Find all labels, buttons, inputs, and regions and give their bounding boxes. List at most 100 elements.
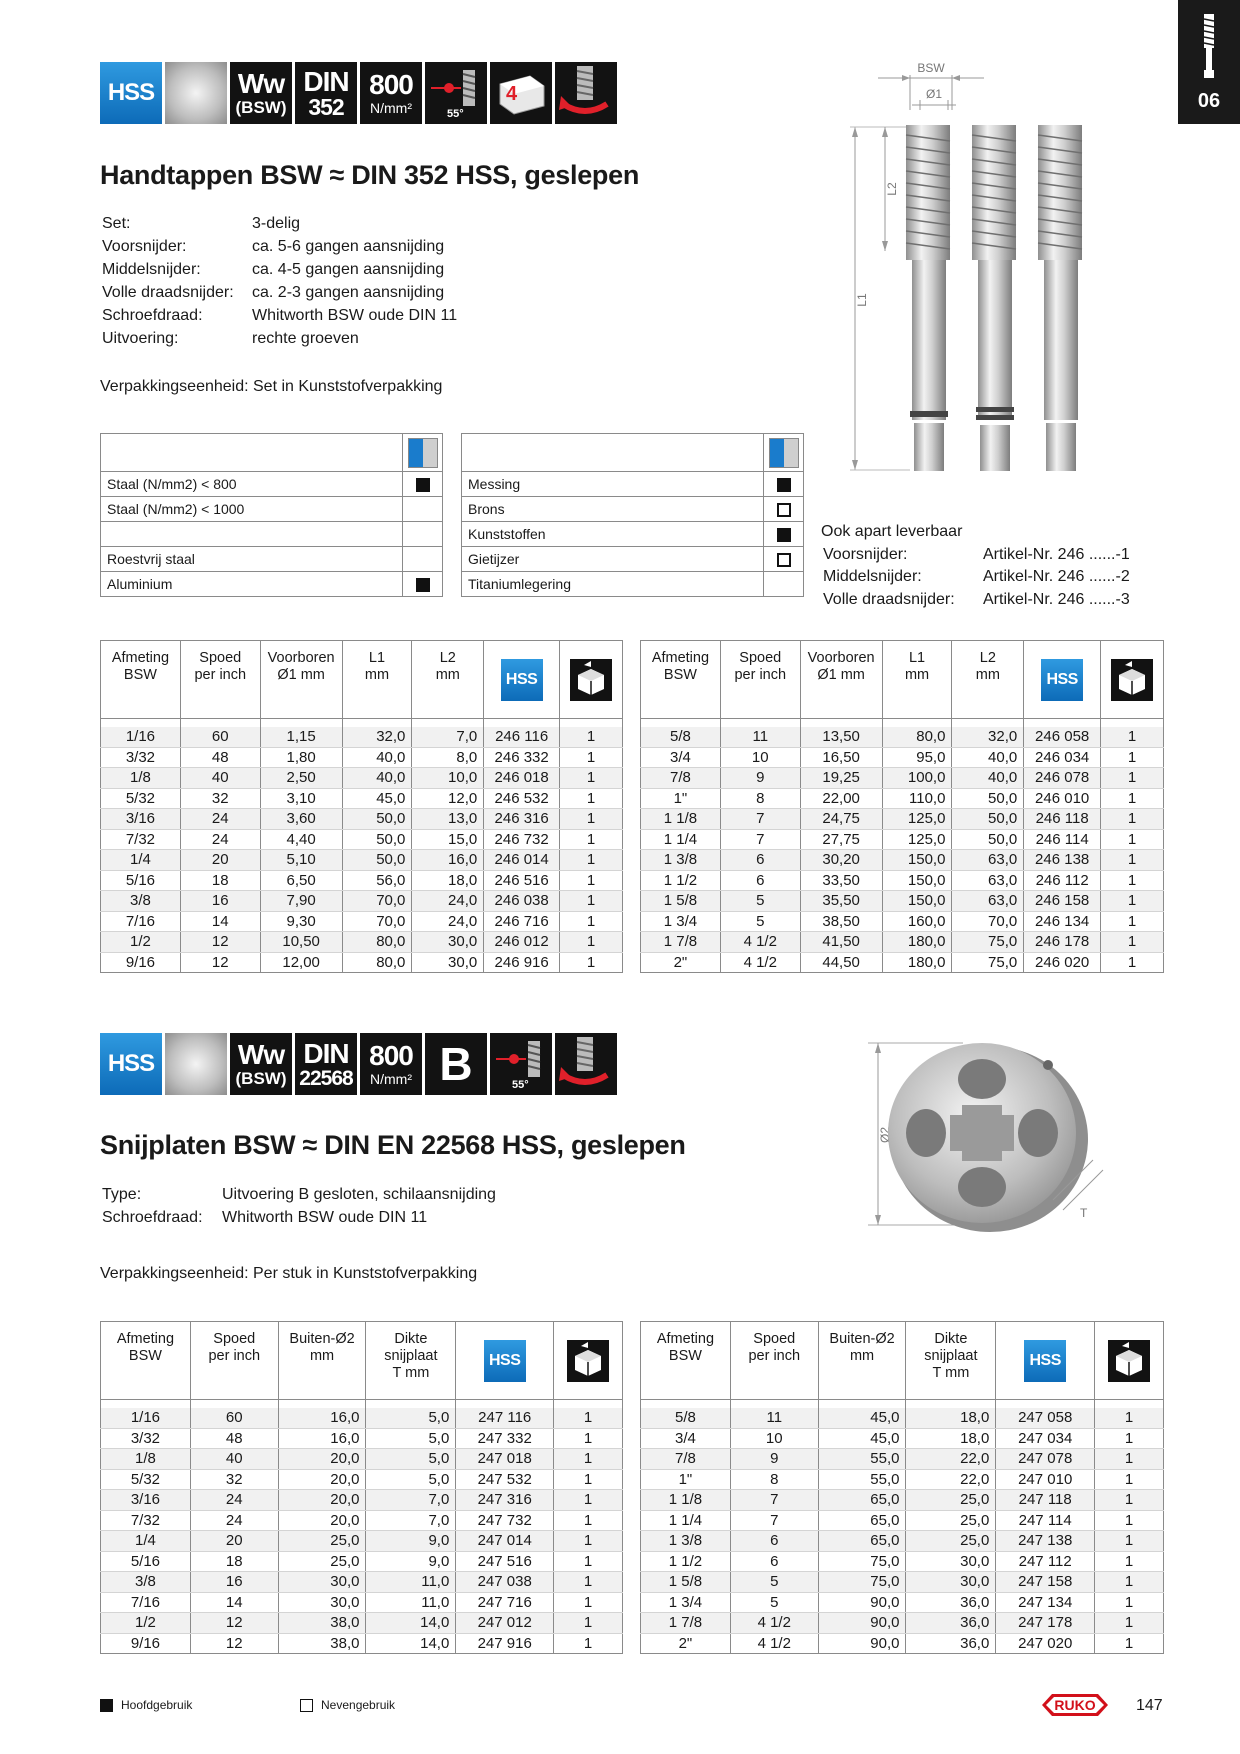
die-drawing: Ø2 T: [868, 1042, 1104, 1232]
table-cell: 3/8: [100, 890, 181, 912]
table-cell: 246 158: [1023, 890, 1102, 912]
chapter-number: 06: [1197, 90, 1221, 112]
table-cell: 1: [1094, 1428, 1164, 1449]
table-cell: 10,50: [259, 931, 343, 953]
table-cell: 1: [1100, 788, 1164, 809]
table-cell: 18: [179, 870, 261, 891]
table-cell: 25,0: [277, 1551, 367, 1572]
legend-main-use: Hoofdgebruik: [100, 1698, 192, 1712]
table-cell: 45,0: [341, 788, 413, 809]
table-cell: 7: [729, 1510, 819, 1531]
product-title-dies: Snijplaten BSW ≈ DIN EN 22568 HSS, gesle…: [100, 1130, 686, 1160]
hss-badge: HSS: [500, 658, 543, 701]
table-cell: 9/16: [100, 1633, 191, 1654]
table-cell: 247 134: [995, 1592, 1096, 1613]
hss-icon: HSS: [100, 1033, 162, 1095]
table-cell: 32,0: [951, 726, 1025, 748]
table-cell: 150,0: [881, 890, 953, 912]
table-cell: 7/16: [100, 1592, 191, 1613]
table-cell: 80,0: [881, 726, 953, 748]
main-use-marker: [100, 1698, 113, 1712]
table-cell: 22,00: [799, 788, 883, 809]
col-pack: [553, 1321, 623, 1400]
tap-set-drawing: BSW Ø1 L1 L2: [850, 61, 1083, 471]
table-cell: 1: [1094, 1592, 1164, 1613]
also-available-row: Middelsnijder:Artikel-Nr. 246 ......-2: [823, 568, 1130, 585]
table-cell: 19,25: [799, 767, 883, 789]
table-cell: 9/16: [100, 952, 181, 973]
table-cell: 9,0: [365, 1551, 457, 1572]
rotation-direction-icon: [555, 62, 617, 124]
table-cell: 30,20: [799, 849, 883, 871]
table-cell: 65,0: [817, 1489, 907, 1511]
table-cell: 16: [189, 1571, 279, 1593]
table-cell: 24: [189, 1510, 279, 1531]
packaging-info-taps: Verpakkingseenheid: Set in Kunststofverp…: [100, 378, 443, 395]
table-cell: 50,0: [951, 829, 1025, 850]
table-cell: 63,0: [951, 890, 1025, 912]
material-row: Titaniumlegering: [461, 571, 804, 597]
spec-row: Set:3-delig: [102, 215, 301, 232]
polished-surface-icon: [165, 1033, 227, 1095]
table-cell: 1 1/2: [640, 870, 721, 891]
table-cell: 110,0: [881, 788, 953, 809]
table-cell: 13,0: [411, 808, 485, 830]
table-cell: 1: [559, 767, 623, 789]
table-cell: 48: [189, 1428, 279, 1449]
table-cell: 30,0: [277, 1592, 367, 1613]
svg-text:BSW: BSW: [917, 61, 945, 75]
table-cell: 247 038: [455, 1571, 555, 1593]
table-cell: 50,0: [951, 808, 1025, 830]
table-cell: 246 018: [483, 767, 561, 789]
table-cell: 8: [729, 1469, 819, 1490]
spec-row: Uitvoering:rechte groeven: [102, 330, 359, 347]
table-cell: 1": [640, 788, 721, 809]
table-cell: 70,0: [951, 911, 1025, 932]
table-cell: 7,90: [259, 890, 343, 912]
table-cell: 4,40: [259, 829, 343, 850]
table-cell: 246 114: [1023, 829, 1102, 850]
table-cell: 5/16: [100, 1551, 191, 1572]
table-cell: 7/16: [100, 911, 181, 932]
table-cell: 12: [189, 1633, 279, 1654]
material-row: Roestvrij staal: [100, 546, 443, 572]
col-pack: [1100, 640, 1164, 719]
table-cell: 32,0: [341, 726, 413, 748]
col-pack: [1094, 1321, 1164, 1400]
table-cell: 1 5/8: [640, 1571, 731, 1593]
table-cell: 246 134: [1023, 911, 1102, 932]
table-cell: 1: [553, 1510, 623, 1531]
spec-list-dies: Type:Uitvoering B gesloten, schilaansnij…: [100, 1182, 498, 1230]
table-cell: 1: [1100, 726, 1164, 748]
table-cell: 30,0: [905, 1571, 997, 1593]
table-cell: 1: [1094, 1489, 1164, 1511]
package-icon: [1108, 1339, 1151, 1382]
table-cell: 4 1/2: [729, 1633, 819, 1654]
table-cell: 18,0: [905, 1407, 997, 1429]
table-cell: 5/8: [640, 1407, 731, 1429]
main-use-marker: [415, 578, 430, 593]
table-cell: 7/32: [100, 829, 181, 850]
page-number: 147: [1136, 1697, 1163, 1714]
table-cell: 22,0: [905, 1448, 997, 1470]
table-cell: 65,0: [817, 1510, 907, 1531]
material-row: Gietijzer: [461, 546, 804, 572]
also-available-row: Voorsnijder:Artikel-Nr. 246 ......-1: [823, 545, 1130, 563]
table-cell: 12: [189, 1612, 279, 1634]
table-cell: 247 916: [455, 1633, 555, 1654]
table-cell: 1: [1094, 1469, 1164, 1490]
table-cell: 10: [719, 747, 801, 768]
table-cell: 18,0: [411, 870, 485, 891]
table-cell: 7,0: [365, 1510, 457, 1531]
col-article: HSS: [1023, 640, 1102, 719]
table-cell: 1: [1094, 1633, 1164, 1654]
